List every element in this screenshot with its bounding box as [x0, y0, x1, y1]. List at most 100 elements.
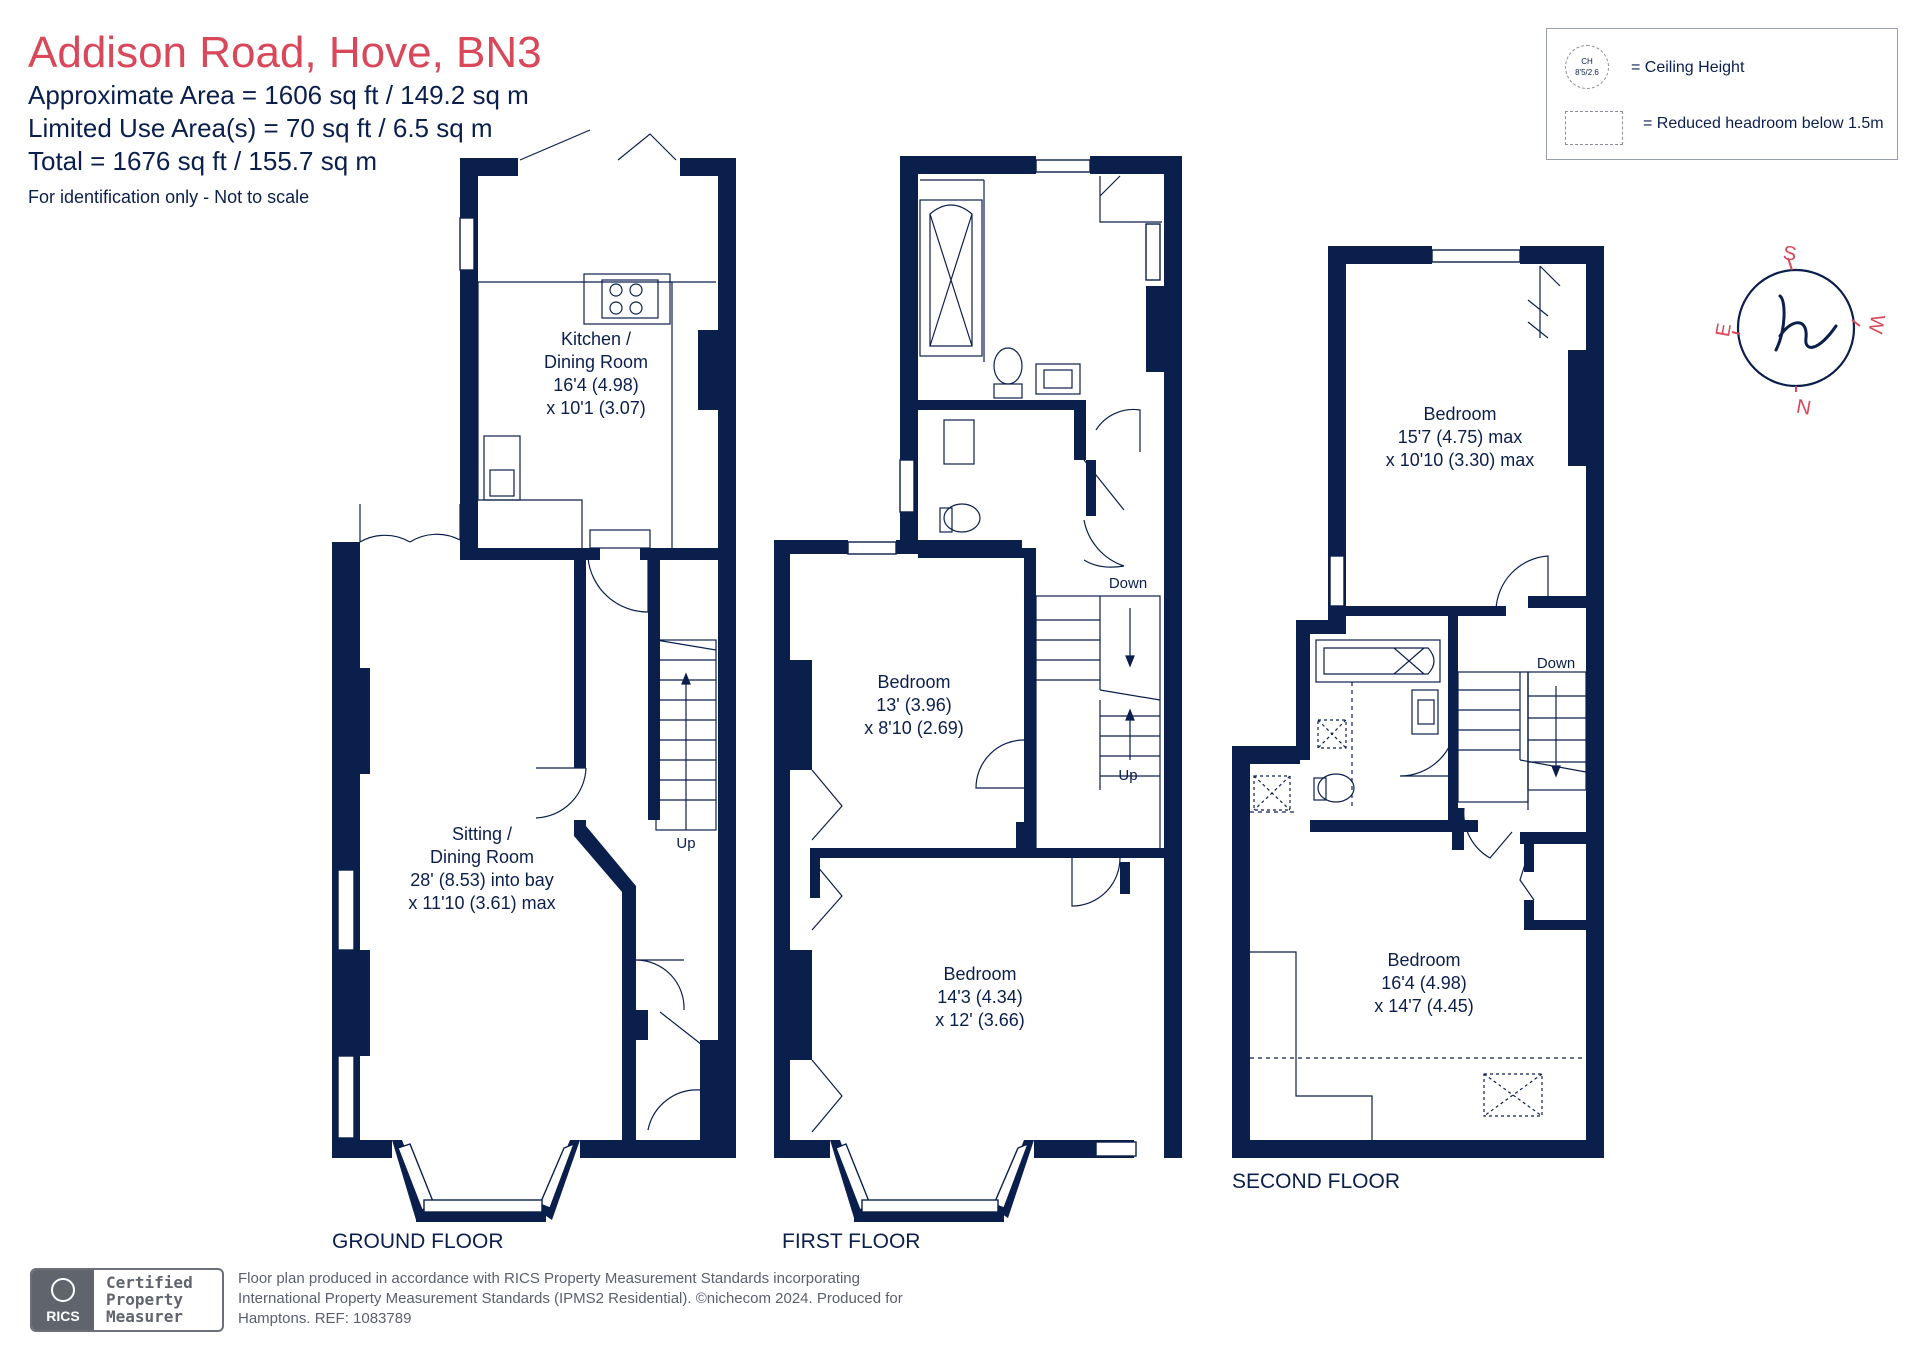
internal-wall	[918, 400, 1084, 410]
footer-line: International Property Measurement Stand…	[238, 1290, 903, 1307]
internal-wall	[1534, 920, 1586, 930]
ch-symbol-bottom: 8'5/2.6	[1575, 68, 1599, 77]
stair-label: Down	[1537, 655, 1575, 672]
wall	[1328, 246, 1346, 620]
chimney-breast	[356, 950, 370, 1056]
internal-wall	[810, 858, 820, 898]
room-dimension: x 10'10 (3.30) max	[1386, 450, 1535, 470]
wall	[1232, 746, 1300, 764]
room-dimension: 14'3 (4.34)	[937, 987, 1023, 1007]
first-floor	[774, 156, 1182, 1222]
legend-reduced-headroom: = Reduced headroom below 1.5m	[1643, 115, 1884, 132]
wall	[640, 548, 736, 560]
wall	[460, 548, 600, 560]
ch-symbol-top: CH	[1581, 57, 1593, 66]
room-dimension: 16'4 (4.98)	[553, 375, 639, 395]
internal-wall	[636, 1010, 648, 1040]
chimney-breast	[1146, 286, 1164, 372]
room-dimension: x 11'10 (3.61) max	[408, 893, 555, 913]
first-floor-fixtures	[811, 175, 1162, 1133]
room-label: Bedroom	[943, 964, 1016, 984]
internal-wall	[1024, 848, 1164, 858]
room-label: Bedroom	[1387, 950, 1460, 970]
stair-label: Up	[1118, 767, 1137, 784]
chimney-breast	[356, 668, 370, 774]
wall	[774, 1140, 830, 1158]
internal-wall	[1448, 606, 1458, 820]
room-label: Kitchen /	[561, 329, 631, 349]
internal-wall	[1024, 548, 1036, 854]
identification-note: For identification only - Not to scale	[28, 187, 310, 207]
wall	[774, 540, 848, 554]
ground-floor-windows	[337, 217, 576, 1213]
internal-wall	[1120, 862, 1130, 894]
rics-line: Measurer	[106, 1307, 184, 1326]
reduced-headroom-symbol	[1565, 111, 1623, 145]
second-floor	[1232, 246, 1604, 1158]
compass-icon: S W N E	[1712, 242, 1888, 418]
wall	[580, 1140, 736, 1158]
plan-title: Addison Road, Hove, BN3	[28, 28, 542, 77]
chimney-breast	[1568, 350, 1586, 466]
room-label: Sitting /	[452, 824, 512, 844]
limited-use-area: Limited Use Area(s) = 70 sq ft / 6.5 sq …	[28, 113, 493, 143]
compass-e: E	[1712, 322, 1736, 339]
compass-s: S	[1782, 242, 1798, 266]
room-label: Bedroom	[1423, 404, 1496, 424]
room-label: Bedroom	[877, 672, 950, 692]
compass-w: W	[1864, 313, 1889, 336]
first-floor-windows	[835, 159, 1161, 1213]
room-label: Dining Room	[544, 352, 648, 372]
ceiling-height-symbol: CH 8'5/2.6	[1565, 45, 1609, 89]
wall	[460, 158, 478, 550]
floor-label-ground: GROUND FLOOR	[332, 1230, 504, 1253]
room-label: Dining Room	[430, 847, 534, 867]
wall	[900, 156, 918, 548]
room-dimension: x 10'1 (3.07)	[546, 398, 646, 418]
internal-wall	[918, 548, 1034, 558]
room-dimension: 16'4 (4.98)	[1381, 973, 1467, 993]
room-dimension: 15'7 (4.75) max	[1398, 427, 1523, 447]
internal-wall	[1346, 606, 1506, 616]
room-dimension: x 14'7 (4.45)	[1374, 996, 1474, 1016]
total-area: Total = 1676 sq ft / 155.7 sq m	[28, 146, 378, 176]
room-dimension: 28' (8.53) into bay	[410, 870, 554, 890]
wall	[460, 158, 518, 176]
wall	[718, 158, 736, 1158]
internal-wall	[1310, 820, 1458, 832]
second-floor-fixtures	[1250, 265, 1587, 1140]
internal-wall	[1452, 808, 1464, 850]
second-floor-windows	[1329, 249, 1521, 607]
wall	[1586, 246, 1604, 1158]
chimney-breast	[790, 950, 812, 1060]
wall	[332, 1140, 392, 1158]
stair-label: Down	[1109, 575, 1147, 592]
internal-wall	[648, 560, 660, 820]
ground-floor	[332, 158, 736, 1222]
internal-wall	[1528, 596, 1604, 608]
wall	[1090, 156, 1180, 174]
legend: CH 8'5/2.6 = Ceiling Height = Reduced hea…	[1546, 28, 1898, 160]
wall	[1164, 156, 1182, 1158]
compass-n: N	[1795, 394, 1813, 418]
rics-badge-text: RICS	[46, 1308, 80, 1324]
internal-wall	[1016, 822, 1026, 858]
internal-wall	[1086, 460, 1096, 516]
room-dimension: x 8'10 (2.69)	[864, 718, 964, 738]
room-dimension: 13' (3.96)	[876, 695, 951, 715]
internal-wall	[1520, 832, 1604, 844]
internal-wall	[574, 820, 636, 1150]
wall	[900, 156, 1036, 174]
chimney-breast	[698, 330, 720, 410]
wall	[1232, 746, 1250, 1158]
internal-wall	[574, 558, 586, 768]
legend-ceiling-height: = Ceiling Height	[1631, 59, 1745, 76]
rics-certified-text: Certified Property Measurer	[106, 1274, 193, 1325]
wall	[1232, 1140, 1604, 1158]
rics-logo: RICS	[32, 1270, 94, 1330]
floor-label-first: FIRST FLOOR	[782, 1230, 920, 1253]
floor-label-second: SECOND FLOOR	[1232, 1170, 1400, 1193]
stair-label: Up	[676, 835, 695, 852]
internal-wall	[1524, 900, 1534, 930]
